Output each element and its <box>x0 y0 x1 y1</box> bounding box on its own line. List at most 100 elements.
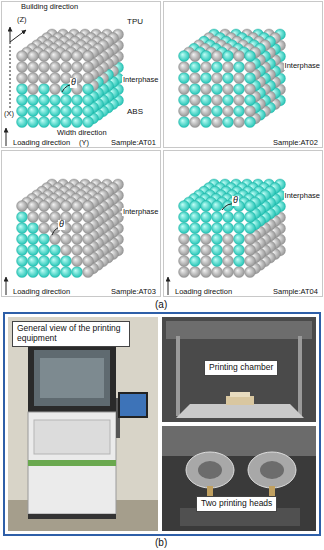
sphere <box>28 256 39 267</box>
photo-caption-box: Two printing heads <box>196 496 277 512</box>
sphere <box>223 95 234 106</box>
sphere <box>245 51 256 62</box>
sphere <box>201 201 212 212</box>
sphere <box>223 267 234 278</box>
sphere <box>39 106 50 117</box>
sphere <box>179 256 190 267</box>
sphere <box>212 256 223 267</box>
sphere <box>223 117 234 128</box>
sphere <box>61 267 72 278</box>
sphere <box>223 256 234 267</box>
sphere <box>83 245 94 256</box>
sphere <box>50 256 61 267</box>
sphere <box>223 245 234 256</box>
sphere <box>39 62 50 73</box>
sphere <box>179 117 190 128</box>
sphere <box>50 117 61 128</box>
figure-label: (X) <box>3 110 15 118</box>
sphere <box>212 117 223 128</box>
sphere <box>201 223 212 234</box>
figure-label: Sample:AT01 <box>110 139 157 147</box>
sphere <box>61 95 72 106</box>
sphere <box>179 51 190 62</box>
sphere <box>234 234 245 245</box>
figure-label: θ <box>70 78 77 88</box>
sphere <box>61 201 72 212</box>
sphere <box>83 223 94 234</box>
sphere <box>212 84 223 95</box>
sphere <box>223 51 234 62</box>
sphere <box>39 95 50 106</box>
sphere <box>245 117 256 128</box>
sphere <box>190 256 201 267</box>
sphere-cubes <box>17 29 286 278</box>
sphere <box>28 73 39 84</box>
sphere <box>223 212 234 223</box>
figure-label: Loading direction <box>174 288 233 296</box>
sphere <box>50 95 61 106</box>
sphere <box>201 212 212 223</box>
sphere <box>72 212 83 223</box>
sphere <box>72 62 83 73</box>
sphere <box>234 117 245 128</box>
sphere <box>190 73 201 84</box>
sphere <box>190 223 201 234</box>
printer-photos <box>4 313 320 535</box>
sphere <box>234 73 245 84</box>
sphere <box>28 95 39 106</box>
sphere <box>39 267 50 278</box>
sphere <box>190 212 201 223</box>
sphere <box>83 73 94 84</box>
sphere <box>61 62 72 73</box>
sphere <box>234 51 245 62</box>
sphere <box>201 95 212 106</box>
sphere <box>61 234 72 245</box>
sphere <box>234 223 245 234</box>
sphere <box>17 223 28 234</box>
sphere <box>234 256 245 267</box>
sphere <box>72 201 83 212</box>
sphere <box>28 51 39 62</box>
sphere <box>72 106 83 117</box>
sphere <box>245 73 256 84</box>
sphere <box>50 201 61 212</box>
sphere <box>245 62 256 73</box>
figure-label: Interphase <box>122 208 159 216</box>
sphere <box>39 234 50 245</box>
sphere <box>212 245 223 256</box>
sphere <box>83 201 94 212</box>
figure-label: Interphase <box>284 192 321 200</box>
sphere <box>212 201 223 212</box>
sphere <box>212 62 223 73</box>
sphere <box>212 212 223 223</box>
sphere <box>190 95 201 106</box>
figure-label: Loading direction <box>12 139 71 147</box>
sphere <box>72 256 83 267</box>
figure-label: (Z) <box>16 16 28 24</box>
sphere <box>17 95 28 106</box>
sphere <box>83 84 94 95</box>
sphere <box>234 212 245 223</box>
sphere <box>190 201 201 212</box>
sphere <box>190 245 201 256</box>
sphere <box>28 117 39 128</box>
sphere <box>61 245 72 256</box>
panel-letter: (b) <box>154 537 168 548</box>
sphere <box>245 223 256 234</box>
sphere <box>28 234 39 245</box>
figure-label: (Y) <box>78 139 90 147</box>
sphere <box>201 106 212 117</box>
sphere <box>17 106 28 117</box>
sphere <box>39 245 50 256</box>
sphere <box>17 267 28 278</box>
sphere <box>179 73 190 84</box>
sphere <box>50 234 61 245</box>
sphere <box>39 84 50 95</box>
sphere <box>39 51 50 62</box>
sphere <box>245 95 256 106</box>
sphere <box>83 256 94 267</box>
sphere <box>28 223 39 234</box>
sphere <box>28 84 39 95</box>
figure-label: Interphase <box>122 76 159 84</box>
sphere <box>179 267 190 278</box>
